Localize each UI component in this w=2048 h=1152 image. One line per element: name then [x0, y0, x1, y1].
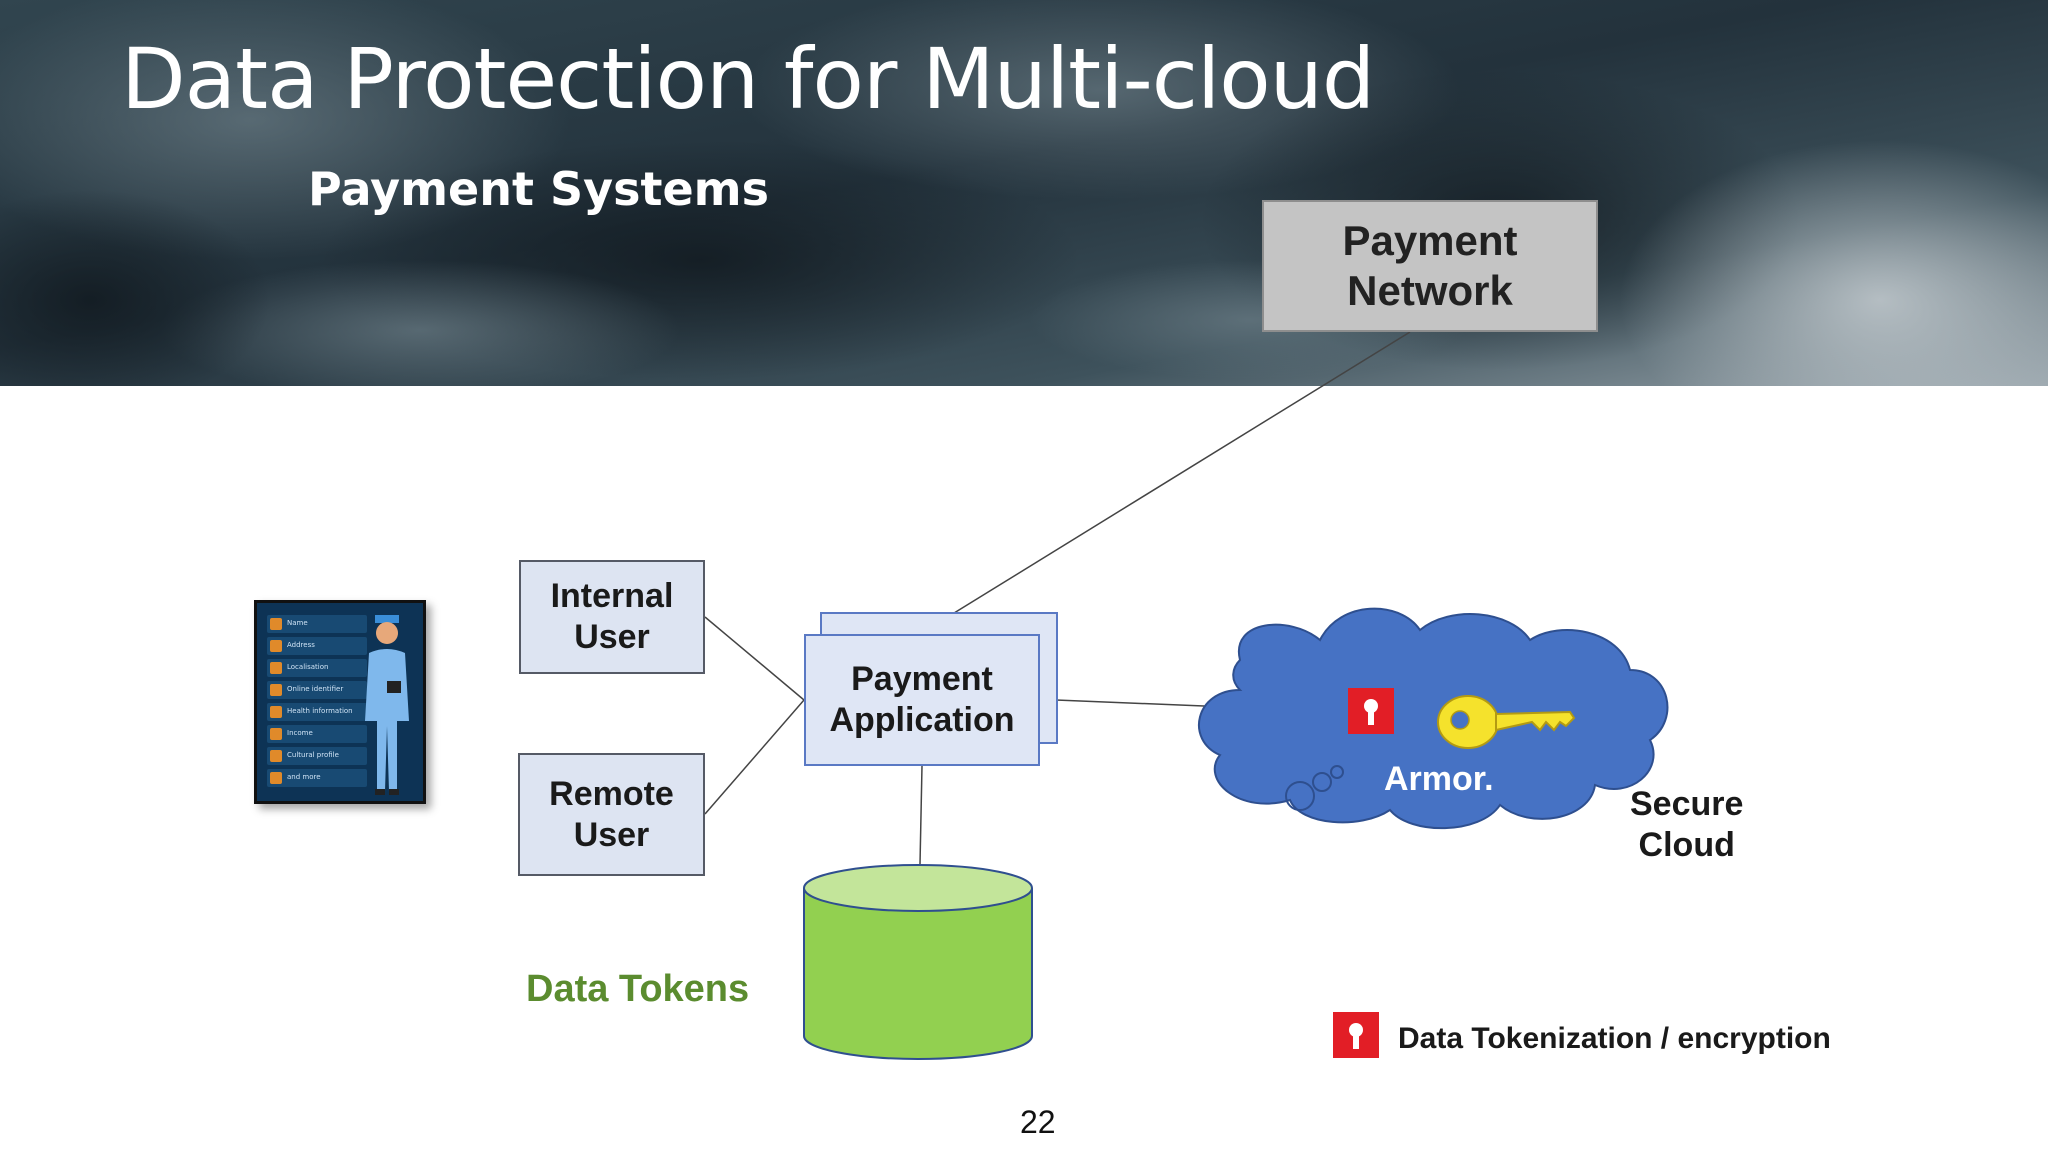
key-icon	[1437, 695, 1576, 749]
legend-lock-icon	[1333, 1012, 1379, 1058]
data-tokens-label: Data Tokens	[526, 968, 750, 1010]
keyhole-lock-icon	[1348, 688, 1394, 734]
connector-internal-to-app	[704, 616, 805, 701]
armor-logo-text: Armor.	[1384, 760, 1494, 798]
profile-row: Localisation	[267, 659, 367, 677]
profile-row: Online identifier	[267, 681, 367, 699]
person-figure-icon	[365, 615, 409, 795]
data-tokens-database-icon	[803, 864, 1033, 1060]
personal-data-profile-image: Name Address Localisation Online identif…	[254, 600, 426, 804]
internal-user-box: Internal User	[519, 560, 705, 674]
slide-title: Data Protection for Multi-cloud	[121, 30, 1375, 128]
payment-application-label: Payment Application	[829, 660, 1015, 739]
legend-label: Data Tokenization / encryption	[1398, 1022, 1831, 1055]
internal-user-label: Internal User	[550, 577, 674, 656]
payment-network-box: Payment Network	[1262, 200, 1598, 332]
page-number: 22	[1020, 1104, 1056, 1140]
profile-row: Cultural profile	[267, 747, 367, 765]
profile-row: Income	[267, 725, 367, 743]
payment-application-box: Payment Application	[804, 634, 1040, 766]
remote-user-box: Remote User	[518, 753, 705, 876]
payment-network-label: Payment Network	[1342, 216, 1518, 314]
remote-user-label: Remote User	[549, 774, 674, 854]
secure-cloud-label: Secure Cloud	[1630, 785, 1744, 864]
profile-row: Name	[267, 615, 367, 633]
slide-subtitle: Payment Systems	[308, 162, 769, 216]
connector-app-to-database	[919, 765, 923, 865]
profile-row: Health information	[267, 703, 367, 721]
profile-row: and more	[267, 769, 367, 787]
secure-cloud-icon	[1197, 607, 1669, 830]
connector-remote-to-app	[704, 699, 805, 815]
connector-app-to-network	[919, 331, 1411, 635]
profile-row: Address	[267, 637, 367, 655]
